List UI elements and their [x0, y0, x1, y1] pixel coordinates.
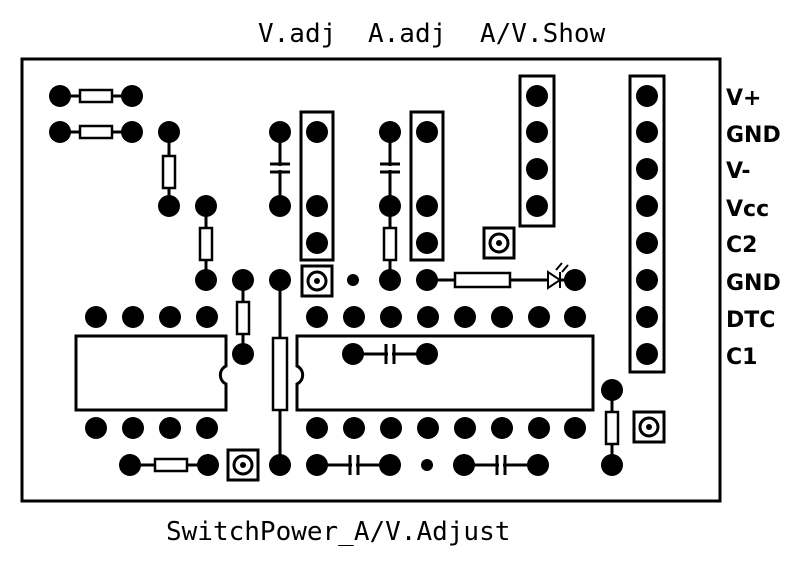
resistor-r1: [78, 88, 114, 104]
header-v-adj: [299, 110, 335, 262]
header-a-adj: [409, 110, 445, 262]
led-symbol: [547, 262, 569, 290]
resistors: [78, 88, 620, 473]
resistor-r8: [153, 457, 189, 473]
resistor-r9: [604, 410, 620, 446]
label-av-show: A/V.Show: [480, 19, 606, 49]
ic-left: [74, 334, 228, 412]
header-av-show: [518, 74, 556, 228]
label-v-plus: V+: [726, 86, 761, 111]
square-pads: [226, 226, 666, 482]
board-title: SwitchPower_A/V.Adjust: [166, 517, 510, 547]
resistor-long: [271, 336, 289, 412]
square-pad-4: [632, 410, 666, 444]
resistor-r7: [453, 271, 512, 289]
resistor-r2: [78, 124, 114, 140]
round-pads: [49, 85, 658, 476]
label-v-minus: V-: [726, 159, 751, 184]
square-pad-1: [300, 264, 334, 298]
ic-right: [295, 334, 595, 412]
ic-outlines: [74, 334, 595, 412]
square-pad-3: [226, 448, 260, 482]
header-side: [628, 74, 666, 374]
label-gnd-1: GND: [726, 123, 781, 148]
resistor-r6: [382, 226, 398, 262]
resistor-r4: [198, 226, 214, 262]
board-outline: [20, 57, 722, 503]
label-gnd-2: GND: [726, 271, 781, 296]
connector-outlines: [299, 74, 666, 374]
square-pad-2: [482, 226, 516, 260]
label-c2: C2: [726, 233, 757, 258]
resistor-r3: [161, 154, 177, 190]
resistor-r5: [235, 300, 251, 336]
label-v-adj: V.adj: [258, 19, 336, 49]
capacitors: [270, 162, 507, 475]
label-c1: C1: [726, 345, 757, 370]
label-a-adj: A.adj: [368, 19, 446, 49]
label-vcc: Vcc: [726, 197, 769, 222]
label-dtc: DTC: [726, 308, 775, 333]
